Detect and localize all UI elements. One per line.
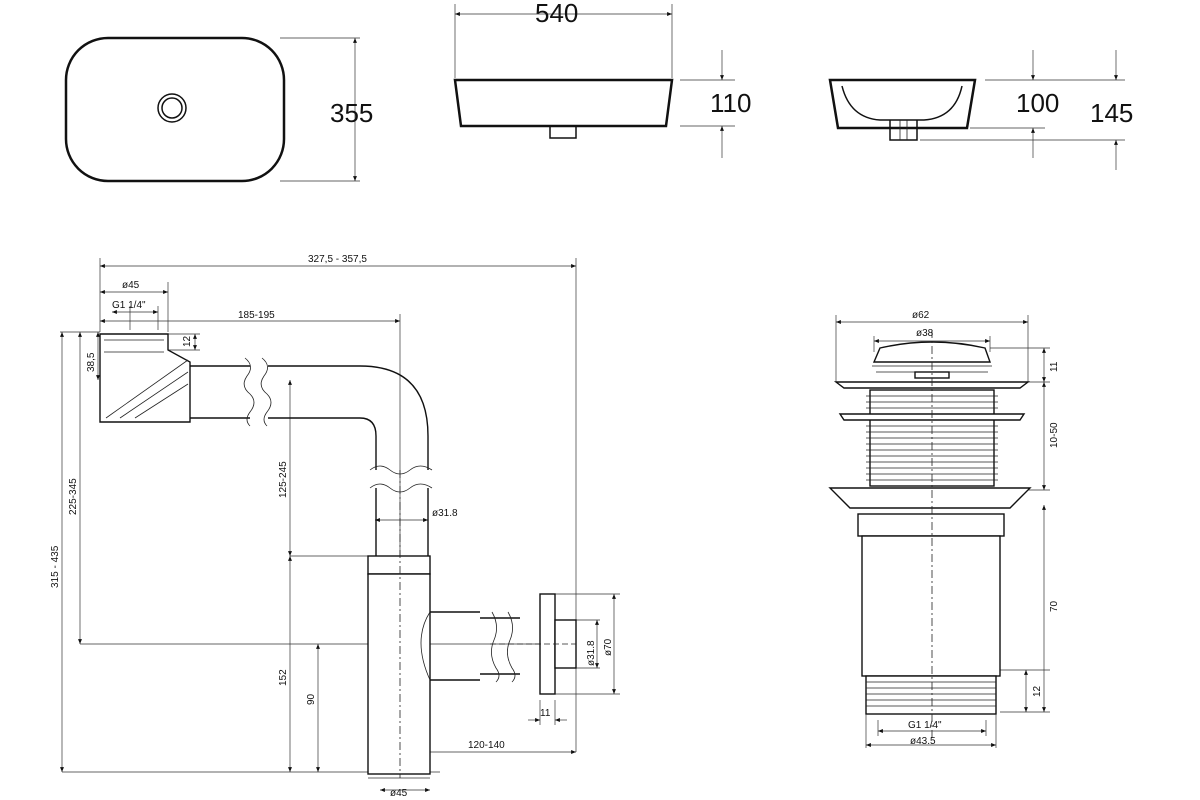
siphon-inlet-diameter-label: ø45 — [122, 280, 140, 291]
basin-end-total-label: 145 — [1090, 98, 1133, 128]
siphon-bottle-diameter-label: ø45 — [390, 788, 408, 799]
siphon-arm-length-label: 185-195 — [238, 310, 275, 321]
drain-body-diameter-label: ø43.5 — [910, 736, 936, 747]
siphon-height-b-label: 315 - 435 — [50, 545, 61, 588]
siphon-inlet-thread-label: G1 1/4" — [112, 300, 146, 311]
siphon-outlet-diameter-label: ø31.8 — [586, 640, 597, 666]
drain-clamp-range-label: 10-50 — [1049, 422, 1060, 448]
siphon-inlet-height-label: 38,5 — [86, 352, 97, 372]
siphon-outlet-axis-label: 90 — [306, 693, 317, 705]
siphon-outlet-length-label: 120-140 — [468, 740, 505, 751]
drain-thread-label: G1 1/4" — [908, 720, 942, 731]
siphon-flange-thickness-label: 11 — [540, 708, 551, 719]
drain-thread-height-label: 12 — [1032, 685, 1043, 697]
basin-top-view: 355 — [64, 36, 373, 183]
siphon-flange-diameter-label: ø70 — [603, 638, 614, 656]
siphon-inlet-lip-label: 12 — [182, 335, 193, 347]
basin-side-height-label: 110 — [710, 88, 751, 118]
basin-depth-label: 355 — [330, 98, 373, 128]
siphon-overall-width-label: 327,5 - 357,5 — [308, 254, 367, 265]
siphon-height-a-label: 225-345 — [68, 478, 79, 515]
siphon-outlet-height-label: 152 — [278, 669, 289, 686]
drain-top-diameter-label: ø38 — [916, 328, 934, 339]
siphon-tube-diameter-label: ø31.8 — [432, 508, 458, 519]
siphon-drawing: 327,5 - 357,5 ø45 G1 1/4" 185-195 12 38,… — [50, 254, 620, 799]
drain-valve-drawing: ø62 ø38 11 10-50 70 12 G1 1/4" ø43.5 — [828, 310, 1060, 748]
siphon-drop-height-label: 125-245 — [278, 461, 289, 498]
drain-body-height-label: 70 — [1049, 600, 1060, 612]
basin-end-inner-label: 100 — [1016, 88, 1059, 118]
drain-cap-height-label: 11 — [1049, 361, 1060, 372]
basin-end-view: 100 145 — [828, 50, 1133, 170]
drain-cap-diameter-label: ø62 — [912, 310, 930, 321]
basin-width-label: 540 — [535, 0, 578, 28]
basin-side-view: 540 110 — [453, 0, 751, 158]
